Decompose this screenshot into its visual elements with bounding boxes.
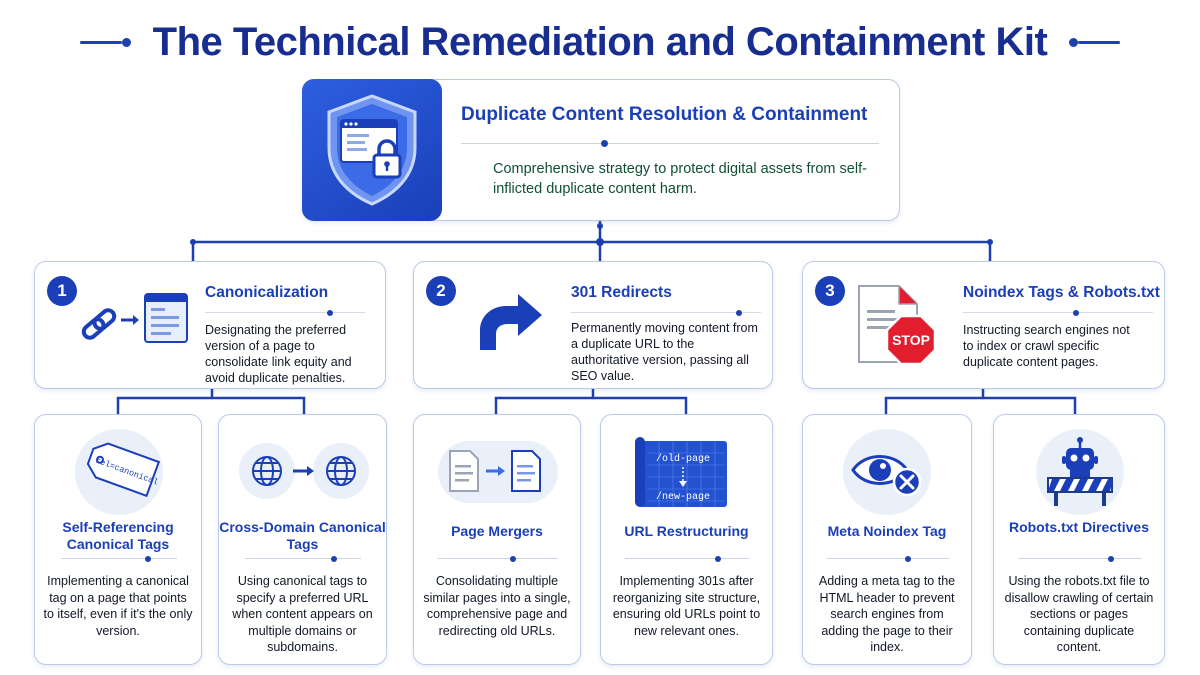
category-card-301-redirects: 2 301 Redirects Permanently moving conte… <box>413 261 773 389</box>
sub-card-title: URL Restructuring <box>624 523 749 539</box>
stop-sign-text: STOP <box>892 332 930 348</box>
sub-card-description: Adding a meta tag to the HTML header to … <box>818 574 956 654</box>
sub-card-description: Consolidating multiple similar pages int… <box>423 574 571 638</box>
category-description: Instructing search engines not to index … <box>963 323 1130 369</box>
top-card: Duplicate Content Resolution & Containme… <box>302 79 900 221</box>
sub-card-meta-noindex: Meta Noindex Tag Adding a meta tag to th… <box>802 414 972 665</box>
category-number-badge: 2 <box>426 276 456 306</box>
page-merge-icon <box>436 437 560 512</box>
sub-card-title: Robots.txt Directives <box>1008 519 1150 535</box>
sub-card-divider <box>1018 555 1142 562</box>
category-description: Designating the preferred version of a p… <box>205 323 352 385</box>
category-number-badge: 3 <box>815 276 845 306</box>
sub-card-page-mergers: Page Mergers Consolidating multiple simi… <box>413 414 581 665</box>
title-left-decoration <box>79 37 131 47</box>
category-divider <box>205 309 365 316</box>
redirect-arrow-icon <box>468 288 548 359</box>
category-title: Canonicalization <box>205 284 329 301</box>
link-to-page-icon <box>77 288 197 355</box>
sub-card-self-referencing: rel=canonical Self-Referencing Canonical… <box>34 414 202 665</box>
sub-card-description: Implementing a canonical tag on a page t… <box>43 574 193 638</box>
category-card-noindex-robots: 3 STOP Noindex Tags & Robots.txt Instruc… <box>802 261 1165 389</box>
title-row: The Technical Remediation and Containmen… <box>0 14 1200 70</box>
sub-card-title: Self-Referencing Canonical Tags <box>62 519 174 552</box>
document-stop-icon: STOP <box>855 280 945 375</box>
old-path-text: /old-page <box>656 453 710 465</box>
sub-card-title: Meta Noindex Tag <box>827 523 947 539</box>
sub-card-divider <box>438 555 558 562</box>
sub-card-robots-directives: Robots.txt Directives Using the robots.t… <box>993 414 1165 665</box>
sub-card-cross-domain: Cross-Domain Canonical Tags Using canoni… <box>218 414 387 665</box>
page-title: The Technical Remediation and Containmen… <box>152 19 1048 64</box>
title-right-decoration <box>1069 37 1121 47</box>
robot-barrier-icon <box>1036 429 1124 515</box>
sub-card-description: Implementing 301s after reorganizing sit… <box>612 574 761 638</box>
category-description: Permanently moving content from a duplic… <box>571 321 758 383</box>
globe-to-globe-icon <box>237 437 371 512</box>
category-divider <box>571 309 761 316</box>
new-path-text: /new-page <box>656 491 710 503</box>
sub-card-title: Page Mergers <box>451 523 543 539</box>
sub-card-divider <box>625 555 749 562</box>
sub-card-divider <box>245 555 361 562</box>
canonical-tag-icon: rel=canonical <box>75 429 163 515</box>
shield-lock-icon <box>302 79 442 221</box>
sub-card-divider <box>61 555 177 562</box>
sub-card-divider <box>827 555 949 562</box>
top-card-divider <box>461 140 879 147</box>
category-title: Noindex Tags & Robots.txt <box>963 284 1160 301</box>
category-divider <box>963 309 1153 316</box>
category-title: 301 Redirects <box>571 284 672 301</box>
sub-card-url-restructuring: /old-page /new-page URL Restructuring Im… <box>600 414 773 665</box>
category-card-canonicalization: 1 Canonicalization Designating the prefe… <box>34 261 386 389</box>
sub-card-description: Using the robots.txt file to disallow cr… <box>1004 574 1154 654</box>
sub-card-title: Cross-Domain Canonical Tags <box>219 519 386 552</box>
top-card-title: Duplicate Content Resolution & Containme… <box>461 104 868 125</box>
top-card-description: Comprehensive strategy to protect digita… <box>493 161 867 197</box>
category-number-badge: 1 <box>47 276 77 306</box>
url-blueprint-icon: /old-page /new-page <box>633 433 733 516</box>
eye-blocked-icon <box>843 429 931 515</box>
sub-card-description: Using canonical tags to specify a prefer… <box>232 574 373 654</box>
